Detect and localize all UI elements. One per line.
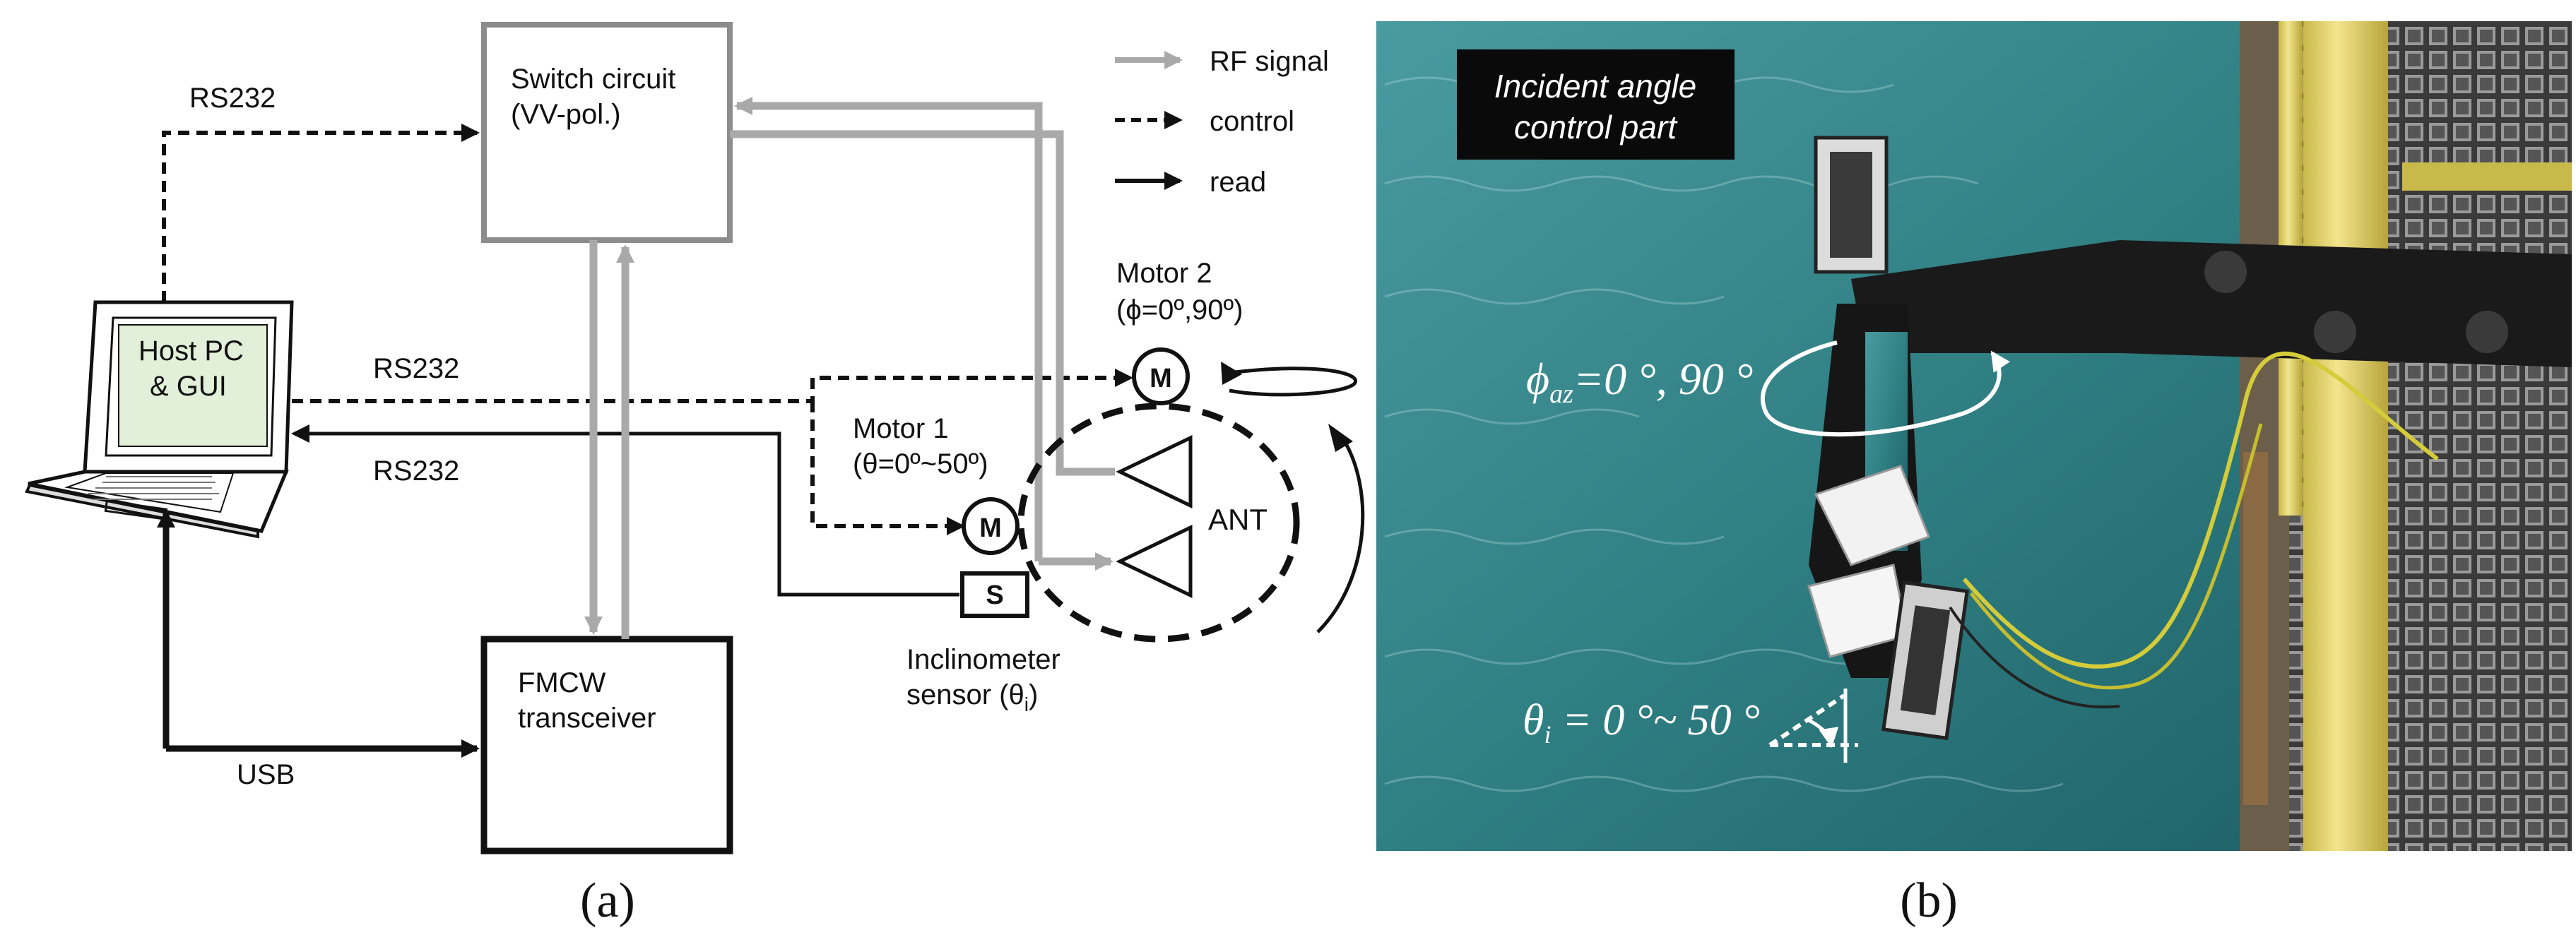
azimuth-arc-arrow xyxy=(1761,340,2010,437)
host-pc-laptop-icon xyxy=(25,300,294,539)
rs232-mid-label: RS232 xyxy=(373,353,459,384)
motor1-icon xyxy=(962,497,1020,555)
legend-control-label: control xyxy=(1210,106,1294,137)
legend-rf-label: RF signal xyxy=(1210,46,1329,77)
switch-circuit-pol-label: (VV-pol.) xyxy=(511,99,621,130)
inclinometer-symbol: S xyxy=(986,580,1003,610)
rf-line-ant-to-switch xyxy=(734,97,1043,561)
motor1-symbol: M xyxy=(979,513,1002,543)
motor2-range-label: (ϕ=0º,90º) xyxy=(1116,294,1243,326)
host-pc-screen xyxy=(118,324,268,447)
yellow-cables xyxy=(1962,351,2439,669)
elevation-rotation-arrow xyxy=(1316,436,1365,633)
ant-label: ANT xyxy=(1208,503,1268,536)
antenna-rotation-boundary xyxy=(1017,403,1300,643)
legend-read-label: read xyxy=(1210,167,1266,198)
azimuth-rotation-arrowhead xyxy=(1221,362,1242,385)
inclinometer-label: Inclinometer xyxy=(906,644,1060,675)
transceiver-label: transceiver xyxy=(518,703,656,734)
mounting-arm xyxy=(1851,240,2572,367)
elevation-rotation-arrowhead xyxy=(1328,424,1353,452)
antenna-upper-icon xyxy=(1116,435,1193,508)
azimuth-rotation-arrow xyxy=(1229,367,1358,397)
legend: RF signal control read xyxy=(1115,46,1329,198)
control-line-switch xyxy=(162,124,480,302)
fmcw-label: FMCW xyxy=(518,667,606,698)
motor2-label: Motor 2 xyxy=(1116,258,1212,289)
motor1-range-label: (θ=0º~50º) xyxy=(853,448,988,480)
inclinometer-box xyxy=(960,571,1029,618)
inclinometer-sensor-label: sensor (θi) xyxy=(906,679,1038,715)
rf-line-switch-to-ant-upper xyxy=(730,130,1115,476)
motor2-icon xyxy=(1132,347,1190,405)
panel-b-photo xyxy=(1376,21,2572,851)
panel-a-label: (a) xyxy=(580,874,635,928)
motor2-symbol: M xyxy=(1150,364,1172,393)
incidence-annotation: θi = 0 °~ 50 ° xyxy=(1523,696,1760,749)
rs232-bottom-label: RS232 xyxy=(373,455,459,487)
fmcw-transceiver-box xyxy=(480,636,733,854)
incidence-angle-marker xyxy=(1768,693,1858,747)
rs232-top-label: RS232 xyxy=(189,83,276,114)
callout-line1: Incident angle xyxy=(1494,68,1696,105)
antenna-horn-upper xyxy=(1814,465,1930,566)
callout-box xyxy=(1457,49,1735,160)
incidence-angle-arc xyxy=(1807,718,1839,748)
switch-circuit-box xyxy=(481,22,733,243)
panel-b-label: (b) xyxy=(1900,874,1958,928)
usb-label: USB xyxy=(237,759,295,790)
callout-line2: control part xyxy=(1514,109,1678,145)
motor1-label: Motor 1 xyxy=(853,413,949,444)
panel-b: Incident angle control part ϕaz=0 °, 90 … xyxy=(1376,21,2572,928)
read-line-inclinometer xyxy=(291,424,959,597)
host-pc-label: Host PC xyxy=(138,335,244,367)
host-gui-label: & GUI xyxy=(150,371,227,402)
azimuth-annotation: ϕaz=0 °, 90 ° xyxy=(1526,354,1753,409)
control-line-motor2 xyxy=(292,369,1133,403)
antenna-lower-icon xyxy=(1116,525,1193,598)
yellow-pole-main xyxy=(2303,21,2388,851)
panel-a: Switch circuit (VV-pol.) FMCW transceive… xyxy=(25,22,1365,928)
control-line-motor1 xyxy=(810,401,965,535)
switch-circuit-label: Switch circuit xyxy=(511,64,675,95)
